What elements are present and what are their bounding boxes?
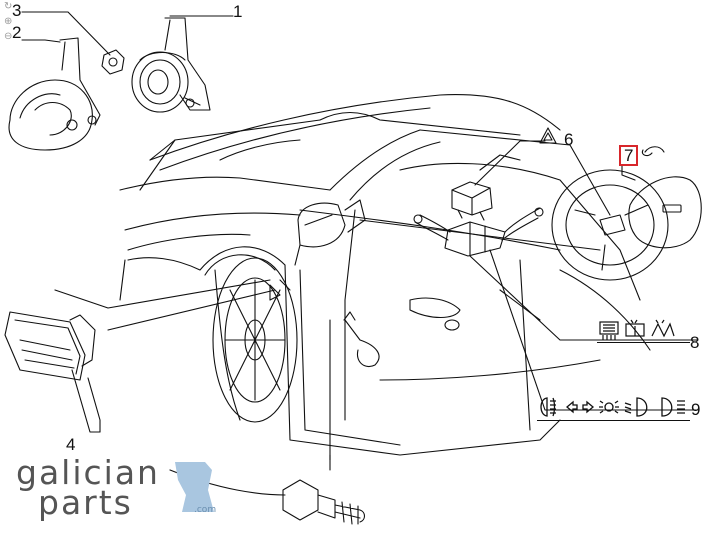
item9-symbols (537, 395, 689, 419)
turn-signal-icon (565, 400, 595, 414)
item8-underline (597, 342, 690, 343)
item8-symbols (598, 318, 688, 342)
callout-2[interactable]: 2 (12, 23, 22, 42)
callout-4[interactable]: 4 (66, 435, 76, 454)
steering-wheel-airbag-7 (551, 169, 702, 281)
callout-6[interactable]: 6 (564, 130, 574, 149)
parking-light-icon (599, 400, 619, 414)
callout-9[interactable]: 9 (691, 400, 701, 419)
zoom-in-icon[interactable]: ⊕ (4, 16, 13, 27)
horn-1 (131, 17, 211, 113)
rear-wiper-icon (625, 319, 645, 337)
brand-line-2: parts (38, 483, 133, 522)
item9-underline (537, 420, 690, 421)
zoom-out-icon[interactable]: ⊖ (4, 31, 13, 42)
callout-1[interactable]: 1 (233, 2, 243, 21)
car-body (119, 94, 651, 456)
column-switch-assembly (413, 207, 544, 257)
logo-accent-shape (175, 462, 214, 512)
bulb-socket (282, 479, 366, 525)
side-marker-lamp-4 (4, 311, 96, 381)
hazard-switch-6 (451, 181, 493, 221)
horn-2 (8, 37, 101, 151)
callout-7[interactable]: 7 (619, 145, 639, 166)
rear-defrost-icon (599, 321, 619, 340)
callout-3[interactable]: 3 (12, 1, 22, 20)
callout-8[interactable]: 8 (690, 333, 700, 352)
leader-lines[interactable] (21, 11, 699, 496)
side-mirror (297, 199, 366, 248)
nut-3 (101, 49, 125, 75)
brand-suffix: .com (194, 505, 217, 515)
rear-washer-icon (651, 319, 675, 338)
low-beam-icon (624, 397, 648, 417)
brand-line-1: galician (16, 453, 160, 492)
brand-logo: galician parts .com (16, 456, 216, 520)
fog-light-icon (540, 397, 556, 417)
high-beam-icon (661, 397, 685, 417)
refresh-icon[interactable]: ↻ (4, 1, 13, 12)
